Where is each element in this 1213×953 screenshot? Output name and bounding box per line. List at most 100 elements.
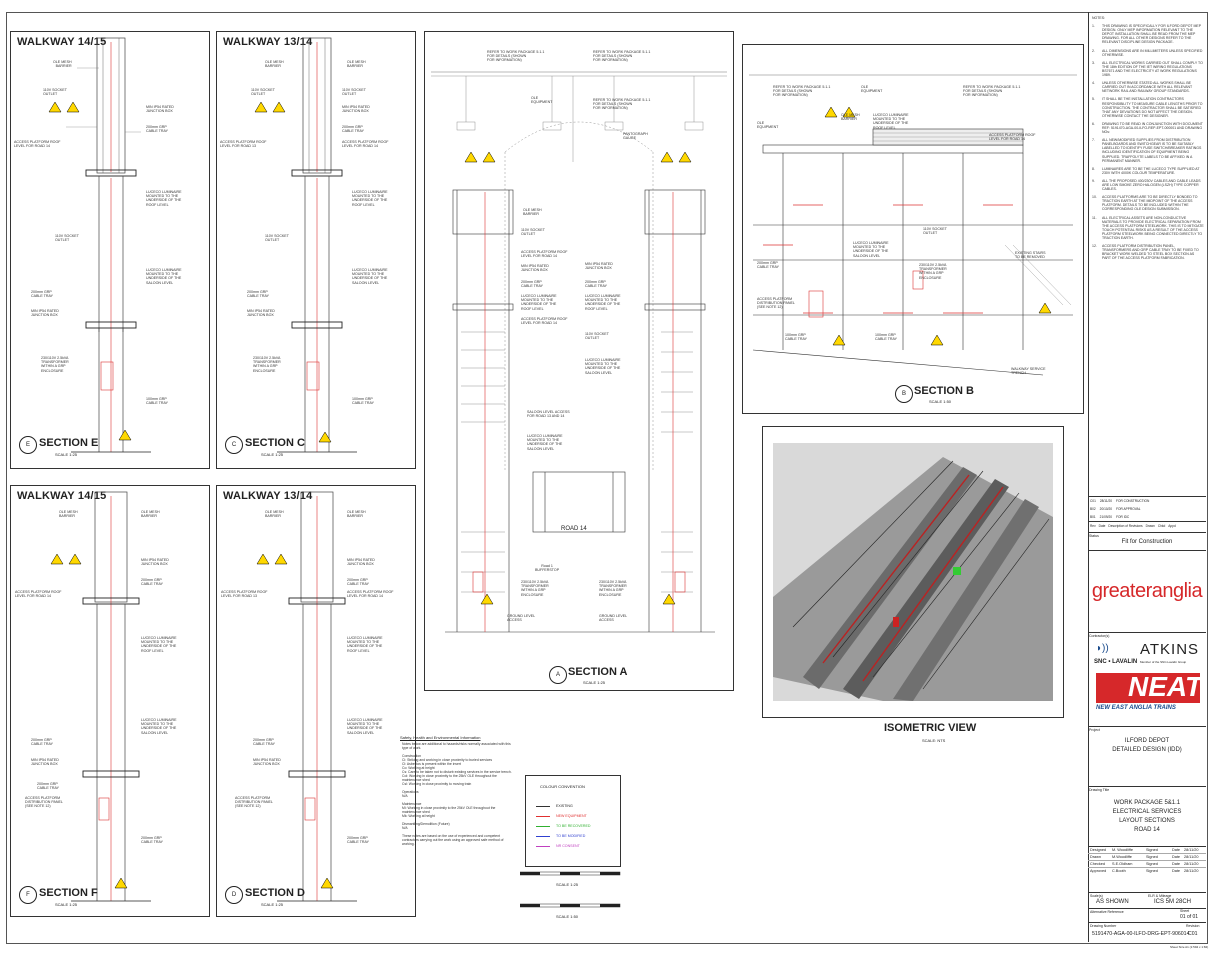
sheet-value: 01 of 01 — [1180, 914, 1199, 920]
snc-icon: ◗)) — [1096, 643, 1109, 654]
label-roof-access-2: ACCESS PLATFORM ROOF LEVEL FOR ROAD 14 — [521, 317, 568, 326]
status-label: Status — [1089, 534, 1099, 538]
date-label: Date — [1172, 869, 1181, 873]
scale-row: Scale(s) AS SHOWN ELR & Mileage ICS 5M 2… — [1088, 892, 1206, 907]
legend-item: TO BE MODIFIED — [536, 834, 585, 838]
rev-desc: FOR IDC — [1116, 515, 1130, 519]
rev-id: B01 — [1090, 515, 1096, 519]
note-item: 8.LUMINAIRES ARE TO BE THE LUCECO TYPE S… — [1092, 167, 1204, 175]
panel-walkway-c: WALKWAY 13/14 OLE MESH BARRIER OLE MESH … — [216, 31, 416, 469]
label-ground-2: GROUND LEVEL ACCESS — [599, 614, 628, 623]
label-transformer: 230/110V 2.5kVA TRANSFORMER WITHIN A GRP… — [919, 263, 947, 280]
drawing-title-row: Drawing Title WORK PACKAGE 5&1.1 ELECTRI… — [1088, 786, 1206, 845]
note-text: ALL THE PROPOSED 400/230V CABLES AND CAB… — [1102, 178, 1201, 192]
label-luceco-saloon: LUCECO LUMINAIRE MOUNTED TO THE UNDERSID… — [585, 358, 621, 375]
label-ole-mesh: OLE MESH BARRIER — [265, 510, 284, 519]
legend-item: EXISTING — [536, 804, 573, 808]
section-title: SECTION C — [245, 437, 305, 449]
section-title: SECTION A — [568, 666, 628, 678]
date: 28/11/20 — [1184, 848, 1199, 852]
isometric-render — [773, 443, 1053, 701]
note-text: DRAWING TO BE READ IN CONJUNCTION WITH D… — [1102, 121, 1203, 135]
role: Approved — [1090, 869, 1107, 873]
label-ole-equip: OLE EQUIPMENT — [531, 96, 553, 105]
date-label: Date — [1172, 862, 1181, 866]
label-luceco-roof-2: LUCECO LUMINAIRE MOUNTED TO THE UNDERSID… — [585, 294, 621, 311]
label-saloon-access: SALOON LEVEL ACCESS FOR ROAD 13 AND 14 — [527, 410, 570, 419]
legend-item: NEW EQUIPMENT — [536, 814, 587, 818]
section-scale: SCALE 1:25 — [583, 680, 606, 685]
section-title: SECTION F — [39, 887, 98, 899]
status-row: Status Fit for Construction — [1088, 532, 1206, 549]
label-socket: 110V SOCKET OUTLET — [43, 88, 67, 97]
label-socket: 110V SOCKET OUTLET — [251, 88, 275, 97]
status-value: Fit for Construction — [1121, 539, 1173, 545]
label-luceco-saloon: LUCECO LUMINAIRE MOUNTED TO THE UNDERSID… — [347, 718, 383, 735]
revision-value: C01 — [1188, 931, 1198, 937]
rev-date: 28/11/20 — [1099, 499, 1113, 503]
greateranglia-logo: greateranglia — [1091, 579, 1203, 602]
section-title: SECTION B — [914, 385, 974, 397]
sheet-row: Alternative Reference Sheet 01 of 01 — [1088, 908, 1206, 921]
project-value: ILFORD DEPOT DETAILED DESIGN (IDD) — [1112, 738, 1182, 753]
note-text: ACCESS PLATFORMS ARE TO BE DIRECTLY BOND… — [1102, 195, 1198, 212]
label-tray-4: 200mm GRP CABLE TRAY — [141, 836, 164, 845]
note-text: IT SHALL BE THE INSTALLATION CONTRACTORS… — [1102, 97, 1203, 118]
date-label: Date — [1172, 855, 1181, 859]
label-ole-mesh: OLE MESH BARRIER — [841, 113, 860, 122]
section-c-drawing — [254, 37, 357, 453]
note-number: 11. — [1092, 215, 1097, 220]
note-number: 3. — [1092, 60, 1095, 65]
section-a-drawing — [431, 71, 727, 633]
label-luceco-roof: LUCECO LUMINAIRE MOUNTED TO THE UNDERSID… — [141, 636, 177, 653]
legend-title: COLOUR CONVENTION — [540, 784, 585, 789]
alt-ref-label: Alternative Reference — [1090, 910, 1124, 914]
revision-label: Revision — [1186, 924, 1200, 928]
note-text: THIS DRAWING IS SPECIFICALLY FOR ILFORD … — [1102, 24, 1201, 45]
label-socket: 110V SOCKET OUTLET — [923, 227, 947, 236]
panel-walkway-d: WALKWAY 13/14 OLE MESH BARRIER OLE MESH … — [216, 485, 416, 917]
section-scale: SCALE 1:25 — [55, 452, 78, 457]
role: Checked — [1090, 862, 1105, 866]
label-luceco-saloon: LUCECO LUMINAIRE MOUNTED TO THE UNDERSID… — [352, 268, 388, 285]
label-junction-2: MIN IP54 RATED JUNCTION BOX — [253, 758, 281, 767]
note-number: 2. — [1092, 48, 1095, 53]
isometric-scale: SCALE: NTS — [922, 738, 946, 743]
label-junction-2: MIN IP54 RATED JUNCTION BOX — [585, 262, 613, 271]
rev-col: Drawn — [1145, 524, 1155, 528]
date: 28/11/20 — [1184, 862, 1199, 866]
label-luceco-roof: LUCECO LUMINAIRE MOUNTED TO THE UNDERSID… — [146, 190, 182, 207]
rev-date: 21/09/20 — [1099, 515, 1113, 519]
title-block — [1088, 12, 1207, 942]
label-ground: GROUND LEVEL ACCESS — [507, 614, 536, 623]
note-item: 10.ACCESS PLATFORMS ARE TO BE DIRECTLY B… — [1092, 195, 1204, 211]
note-text: ACCESS PLATFORM DISTRIBUTION PANEL, TRAN… — [1102, 244, 1199, 261]
section-scale: SCALE 1:25 — [55, 902, 78, 907]
label-tray: 200mm GRP CABLE TRAY — [347, 578, 370, 587]
legend-swatch — [536, 845, 550, 847]
label-ole-mesh: OLE MESH BARRIER — [53, 60, 72, 69]
note-item: 7.ALL NEW/MODIFIED SUPPLIES FROM DISTRIB… — [1092, 138, 1204, 163]
rev-col: Appd — [1168, 524, 1176, 528]
note-item: 2. ALL DIMENSIONS ARE IN MILLIMETERS UNLE… — [1092, 49, 1204, 57]
scale-bars — [520, 871, 621, 908]
legend-swatch — [536, 835, 550, 837]
label-tray: 200mm GRP CABLE TRAY — [141, 578, 164, 587]
label-junction-2: MIN IP54 RATED JUNCTION BOX — [31, 758, 59, 767]
neat-logo: NEAT — [1128, 671, 1203, 702]
label-tray: 200mm GRP CABLE TRAY — [146, 125, 169, 134]
note-text: ALL DIMENSIONS ARE IN MILLIMETERS UNLESS… — [1102, 48, 1203, 57]
note-item: 1.THIS DRAWING IS SPECIFICALLY FOR ILFOR… — [1092, 24, 1204, 44]
scale-label: Scale(s) — [1090, 894, 1103, 898]
legend-swatch — [536, 825, 550, 827]
label-roof-access: ACCESS PLATFORM ROOF LEVEL FOR ROAD 14 — [989, 133, 1036, 142]
legend-label: NEW EQUIPMENT — [556, 814, 587, 818]
label-dist-panel: ACCESS PLATFORM DISTRIBUTION PANEL (SEE … — [757, 297, 795, 310]
label-tray-100: 100mm GRP CABLE TRAY — [352, 397, 375, 406]
name: S.E.Oldham — [1112, 862, 1133, 866]
label-dist-panel: ACCESS PLATFORM DISTRIBUTION PANEL (SEE … — [25, 796, 63, 809]
